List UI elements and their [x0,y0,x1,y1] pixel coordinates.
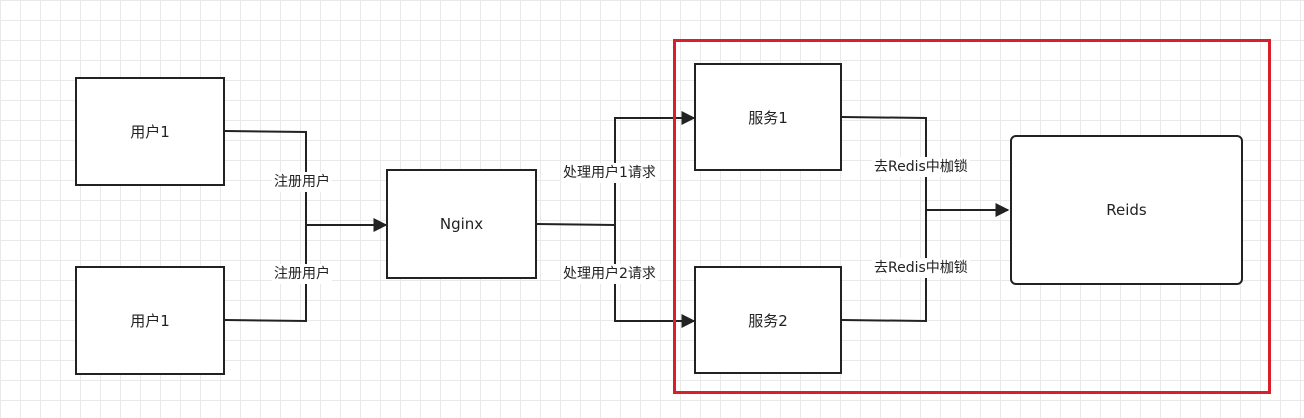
edge-service2-to-redis[interactable] [841,210,927,323]
highlight-frame [673,39,1271,394]
node-redis[interactable]: Reids [1010,135,1243,285]
node-user-a[interactable]: 用户1 [75,77,225,186]
edge-label-handle-2: 处理用户2请求 [561,264,658,284]
edge-nginx-to-service2[interactable] [614,225,696,328]
node-user-a-label: 用户1 [130,123,170,141]
node-service2[interactable]: 服务2 [694,266,842,374]
edge-label-lock-1: 去Redis中枷锁 [872,157,970,177]
node-service1-label: 服务1 [748,108,788,127]
node-user-b[interactable]: 用户1 [75,266,225,375]
node-nginx-label: Nginx [439,215,484,233]
edge-label-handle-1: 处理用户1请求 [561,163,658,183]
node-service2-label: 服务2 [748,311,788,330]
node-user-b-label: 用户1 [130,312,170,330]
edge-label-register-b: 注册用户 [272,264,332,284]
node-redis-label: Reids [1106,201,1147,219]
edge-label-register-a: 注册用户 [272,172,332,192]
node-nginx[interactable]: Nginx [386,169,537,279]
edge-label-lock-2: 去Redis中枷锁 [872,258,970,278]
edge-user-b-to-nginx[interactable] [224,225,307,323]
node-service1[interactable]: 服务1 [694,63,842,171]
